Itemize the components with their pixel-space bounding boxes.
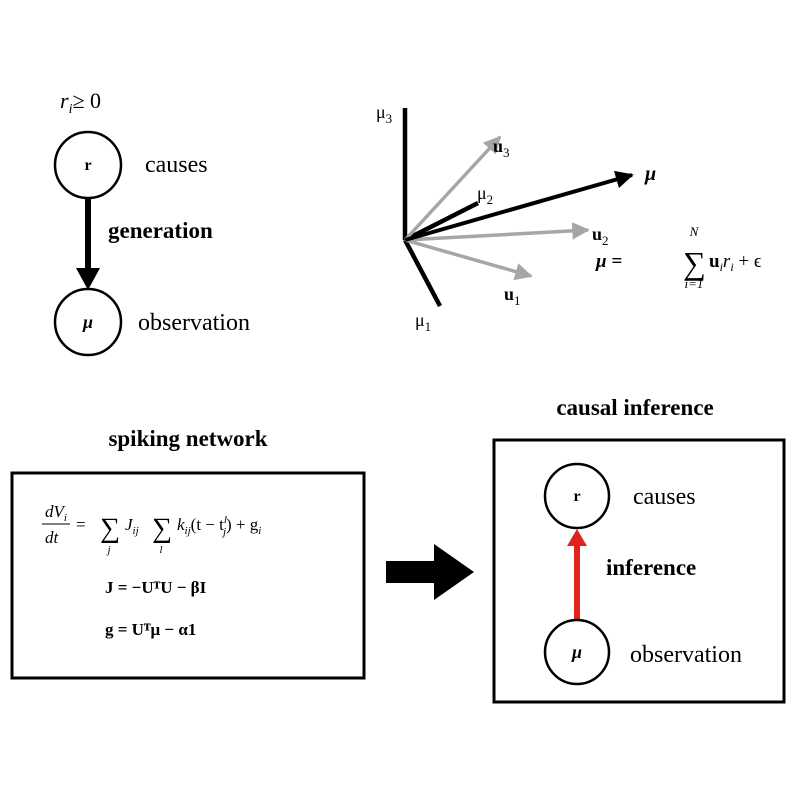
equation-sum-upper: N — [689, 224, 700, 239]
eq1-sum1: ∑ — [100, 513, 120, 544]
mu2-label: μ2 — [477, 183, 493, 207]
generation-label: generation — [108, 218, 213, 243]
causal-inference-box — [492, 438, 786, 704]
inferred-cause-node — [543, 462, 611, 530]
cause-node-label: r — [84, 157, 91, 174]
observation-node — [53, 287, 123, 357]
causal-inference-panel: causal inference r causes inference μ ob… — [492, 395, 786, 704]
generation-arrowhead — [76, 268, 100, 290]
inference-label: inference — [606, 555, 696, 580]
eq1-sum2-lower: l — [159, 544, 162, 556]
generative-equation: μ = ∑ N i=1 uiri + ϵ — [595, 224, 762, 291]
mu1-axis — [403, 238, 442, 308]
u2-vector — [404, 222, 590, 242]
input-equation: g = Uᵀμ − α1 — [105, 620, 196, 639]
eq1-den: dt — [45, 528, 60, 547]
mu-vector-label: μ — [644, 163, 656, 185]
connectivity-equation: J = −UᵀU − βI — [105, 578, 207, 597]
transition-arrow — [386, 544, 474, 600]
equation-sum-lower: i=1 — [685, 276, 704, 291]
mu3-label: μ3 — [376, 102, 392, 126]
inference-arrowhead — [567, 529, 587, 546]
observation-label: observation — [138, 310, 250, 336]
inferred-causes-label: causes — [633, 484, 696, 510]
inferred-cause-node-label: r — [573, 488, 580, 505]
mu1-label: μ1 — [415, 310, 431, 334]
eq1-equals: = — [76, 515, 86, 534]
u1-vector — [404, 238, 533, 281]
equation-sum-symbol: ∑ — [683, 245, 706, 281]
observed-label: observation — [630, 642, 742, 668]
vector-diagram: μ3 μ1 μ2 u3 u2 u1 μ μ = ∑ N i=1 uiri + ϵ — [376, 102, 762, 334]
spiking-network-panel: spiking network dVi dt = ∑ j Jij ∑ l kij… — [10, 426, 366, 680]
generative-model: ri≥ 0 r causes generation μ observation — [53, 88, 250, 357]
observation-node-label: μ — [82, 312, 93, 332]
mu-vector — [404, 170, 634, 242]
transition-arrow-shaft — [386, 561, 436, 583]
observed-node-label: μ — [571, 642, 582, 662]
observed-node — [543, 618, 611, 686]
mu2-axis — [403, 200, 480, 243]
u3-vector — [403, 135, 502, 242]
eq1-num: dVi — [45, 502, 67, 524]
eq1-J: Jij — [125, 515, 139, 537]
equation-lhs: μ = — [595, 251, 622, 272]
u2-label: u2 — [592, 224, 609, 248]
equation-body: uiri + ϵ — [709, 251, 762, 274]
constraint-label: ri≥ 0 — [60, 88, 101, 117]
causes-label: causes — [145, 152, 208, 178]
spiking-network-title: spiking network — [108, 426, 267, 451]
eq1-sum1-lower: j — [105, 544, 110, 556]
spiking-network-box — [10, 471, 366, 680]
u1-label: u1 — [504, 284, 521, 308]
transition-arrow-head — [434, 544, 474, 600]
causal-inference-title: causal inference — [556, 395, 713, 420]
u3-label: u3 — [493, 136, 510, 160]
eq1-sum2: ∑ — [152, 513, 172, 544]
